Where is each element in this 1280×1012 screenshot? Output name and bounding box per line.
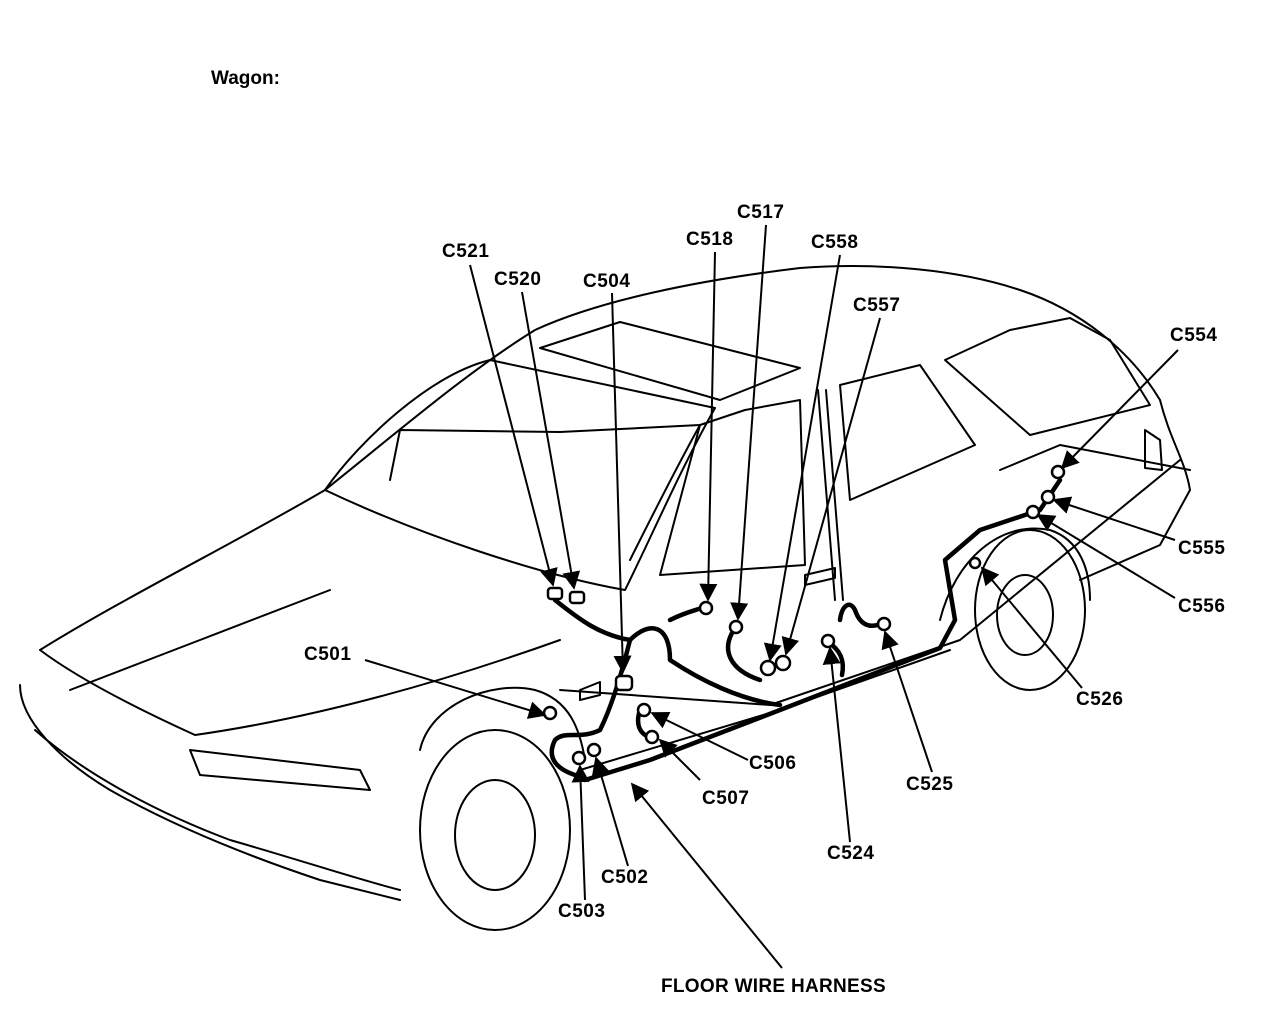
label-c517: C517 bbox=[737, 202, 785, 223]
connector-c556-marker bbox=[1025, 504, 1041, 520]
hood bbox=[39, 489, 561, 736]
connector-c502-marker bbox=[586, 742, 602, 758]
label-c501: C501 bbox=[304, 644, 352, 665]
connector-c518-marker bbox=[698, 600, 714, 616]
label-c506: C506 bbox=[749, 753, 797, 774]
leader-c517 bbox=[730, 224, 767, 621]
connector-c501-marker bbox=[542, 705, 558, 721]
roof-outline bbox=[324, 265, 1161, 491]
label-c558: C558 bbox=[811, 232, 859, 253]
leader-c526 bbox=[980, 566, 1083, 689]
connector-c525-marker bbox=[876, 616, 892, 632]
connector-c521-marker bbox=[546, 586, 564, 601]
headlight bbox=[189, 749, 371, 791]
door-handle bbox=[804, 567, 836, 586]
label-c554: C554 bbox=[1170, 325, 1218, 346]
label-c504: C504 bbox=[583, 271, 631, 292]
harness-b-pillar bbox=[837, 602, 888, 628]
hood-crease bbox=[69, 589, 331, 691]
label-c520: C520 bbox=[494, 269, 542, 290]
leader-c502 bbox=[591, 756, 629, 867]
label-c502: C502 bbox=[601, 867, 649, 888]
label-c503: C503 bbox=[558, 901, 606, 922]
label-c556: C556 bbox=[1178, 596, 1226, 617]
rear-door-window bbox=[839, 364, 976, 501]
leader-c554 bbox=[1060, 349, 1179, 470]
label-c557: C557 bbox=[853, 295, 901, 316]
diagram-title: Wagon: bbox=[211, 68, 280, 89]
leader-c507 bbox=[658, 738, 701, 781]
connector-c506-marker bbox=[636, 702, 652, 718]
label-floor-wire-harness: FLOOR WIRE HARNESS bbox=[661, 976, 886, 997]
rear-tire bbox=[974, 529, 1086, 691]
front-bumper-inner bbox=[34, 729, 401, 891]
connector-c517-marker bbox=[728, 619, 744, 635]
mirror bbox=[579, 681, 601, 701]
sunroof bbox=[539, 321, 801, 401]
label-c518: C518 bbox=[686, 229, 734, 250]
leader-c503 bbox=[571, 764, 590, 901]
connector-c503-marker bbox=[571, 750, 587, 766]
connector-c504-marker bbox=[614, 674, 634, 692]
c-pillar bbox=[825, 389, 844, 601]
leader-c525 bbox=[881, 630, 933, 773]
front-hub bbox=[454, 779, 536, 891]
windshield bbox=[324, 359, 716, 591]
rear-quarter-window bbox=[944, 317, 1151, 436]
harness-c517 bbox=[725, 625, 763, 683]
connector-c520-marker bbox=[568, 590, 586, 605]
connector-c524-marker bbox=[820, 633, 836, 649]
body-side bbox=[559, 459, 1181, 706]
leader-c558 bbox=[763, 254, 841, 662]
leader-floor-harness bbox=[630, 782, 783, 969]
connector-c558-marker bbox=[759, 659, 777, 677]
leader-c557 bbox=[781, 317, 881, 656]
leader-c556 bbox=[1036, 514, 1176, 599]
connector-c557-marker bbox=[774, 654, 792, 672]
rear-hub bbox=[996, 574, 1054, 656]
connector-c526-marker bbox=[968, 556, 982, 570]
label-c525: C525 bbox=[906, 774, 954, 795]
connector-c555-marker bbox=[1040, 489, 1056, 505]
harness-floor bbox=[582, 477, 1063, 783]
front-door-window bbox=[659, 399, 806, 576]
harness-cowl bbox=[552, 597, 783, 708]
front-tire bbox=[419, 729, 571, 931]
leader-c521 bbox=[469, 264, 558, 587]
label-c521: C521 bbox=[442, 241, 490, 262]
front-bumper bbox=[19, 684, 401, 901]
rear-body bbox=[1079, 399, 1191, 581]
leader-c506 bbox=[650, 712, 749, 761]
connector-c507-marker bbox=[644, 729, 660, 745]
front-wheel-arch bbox=[419, 686, 586, 761]
label-c526: C526 bbox=[1076, 689, 1124, 710]
label-c524: C524 bbox=[827, 843, 875, 864]
label-c555: C555 bbox=[1178, 538, 1226, 559]
leader-c520 bbox=[521, 291, 581, 590]
quarter-line bbox=[999, 444, 1191, 471]
leader-c518 bbox=[699, 251, 718, 602]
tail-light bbox=[1144, 429, 1163, 471]
windshield-inner bbox=[389, 424, 701, 561]
leader-c504 bbox=[611, 292, 632, 674]
leader-c555 bbox=[1052, 496, 1176, 541]
b-pillar bbox=[817, 389, 836, 601]
leader-c501 bbox=[364, 659, 547, 719]
leader-c524 bbox=[822, 646, 851, 843]
label-c507: C507 bbox=[702, 788, 750, 809]
